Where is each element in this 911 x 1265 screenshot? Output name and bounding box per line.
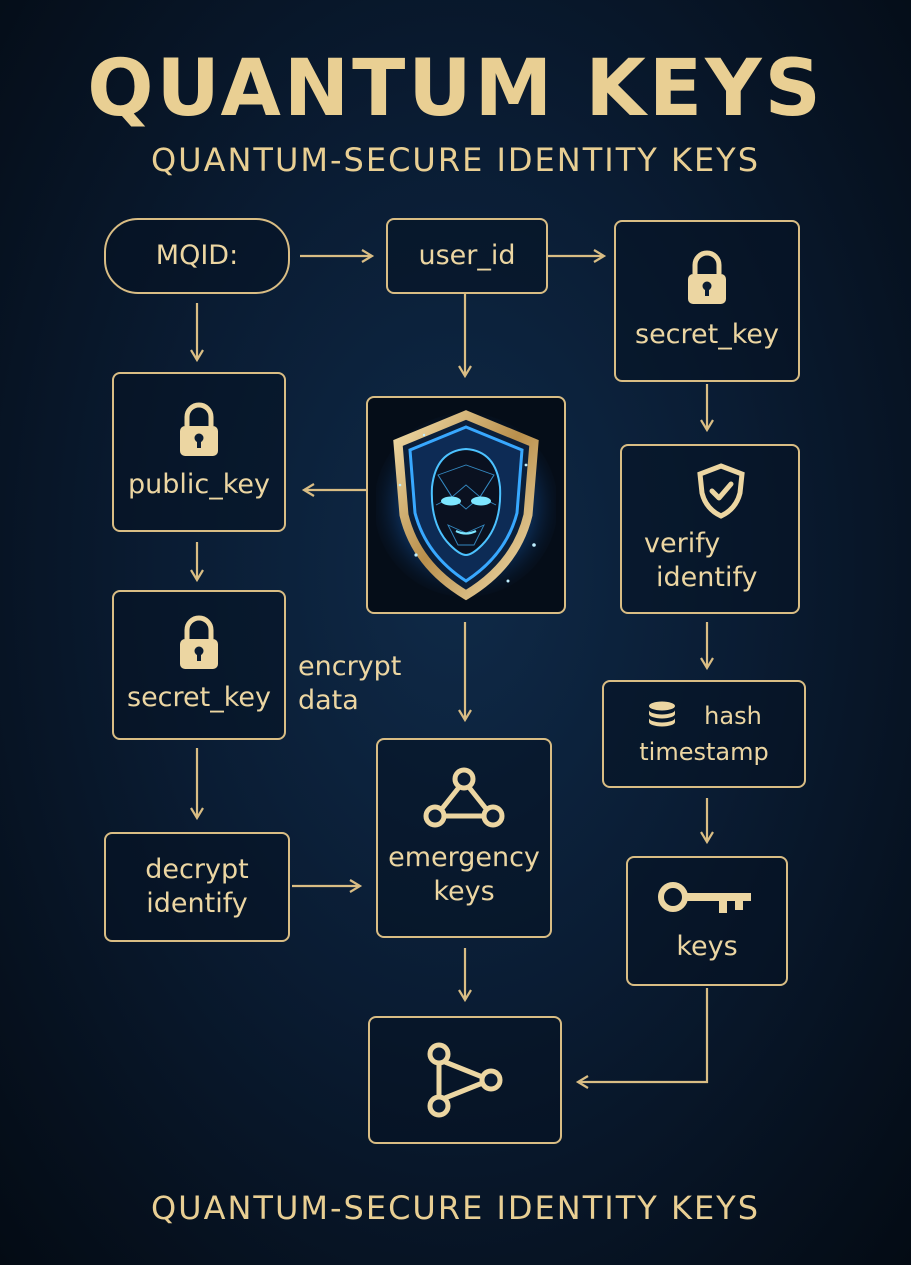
secret-key-top-node: secret_key [614, 220, 800, 382]
data-text: data [298, 685, 359, 716]
encrypt-text: encrypt [298, 651, 402, 682]
hash-label: hash [704, 702, 762, 730]
lock-icon [685, 250, 729, 306]
shield-face-node [366, 396, 566, 614]
emergency-label: emergency [388, 842, 540, 873]
hash-row: hash [646, 701, 762, 731]
final-share-node [368, 1016, 562, 1144]
key-icon [657, 878, 757, 916]
verify-identify-node: verify identify [620, 444, 800, 614]
page-footer: QUANTUM-SECURE IDENTITY KEYS [150, 1189, 761, 1227]
shield-face-icon [376, 405, 556, 605]
hash-timestamp-node: hash timestamp [602, 680, 806, 788]
keys-node: keys [626, 856, 788, 986]
decrypt-label: decrypt [145, 854, 249, 885]
share-nodes-icon [423, 1040, 507, 1120]
page-subtitle: QUANTUM-SECURE IDENTITY KEYS [150, 141, 761, 179]
page-title: QUANTUM KEYS [87, 44, 824, 134]
identify-label: identify [656, 562, 758, 593]
timestamp-label: timestamp [639, 738, 769, 766]
decrypt-identify-label: identify [146, 888, 248, 919]
mqid-node: MQID: [104, 218, 290, 294]
user-id-label: user_id [418, 240, 516, 271]
database-icon [646, 701, 678, 731]
mqid-label: MQID: [155, 240, 239, 271]
network-triangle-icon [421, 767, 507, 829]
arrow-keys-to-final [575, 988, 709, 1089]
secret-key-left-label: secret_key [127, 682, 271, 713]
verify-label: verify [644, 528, 721, 559]
keys-label: keys [676, 931, 738, 962]
public-key-label: public_key [127, 469, 270, 500]
shield-check-icon [696, 463, 746, 519]
decrypt-identify-node: decrypt identify [104, 832, 290, 942]
lock-icon [177, 402, 221, 458]
secret-key-top-label: secret_key [635, 319, 779, 350]
secret-key-left-node: secret_key [112, 590, 286, 740]
lock-icon [177, 615, 221, 671]
public-key-node: public_key [112, 372, 286, 532]
emergency-keys-node: emergency keys [376, 738, 552, 938]
keys-sub-label: keys [433, 876, 495, 907]
encrypt-data-label: encrypt data [298, 650, 401, 718]
user-id-node: user_id [386, 218, 548, 294]
